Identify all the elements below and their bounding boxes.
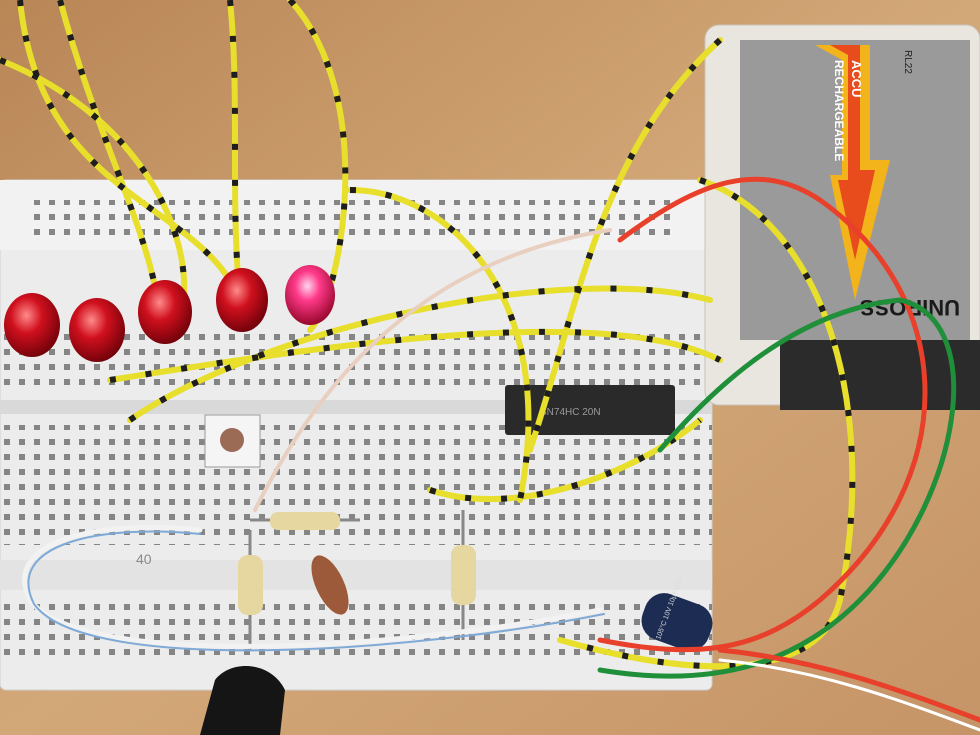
probe-clip <box>200 666 285 735</box>
led-2 <box>69 298 125 362</box>
column-label: 40 <box>136 551 152 567</box>
push-button <box>204 414 261 468</box>
led-3 <box>138 280 192 344</box>
white-blue-wire <box>22 228 612 652</box>
led-5-lit <box>285 265 335 325</box>
red-green-wires <box>597 176 980 732</box>
led-1 <box>4 293 60 357</box>
battery-label-rechargeable: RECHARGEABLE <box>832 60 846 161</box>
battery-label-accu: ACCU <box>849 60 864 98</box>
battery-model: RL22 <box>902 50 913 74</box>
chip-marking: SN74HC 20N <box>540 407 601 418</box>
led-4 <box>216 268 268 332</box>
led-row <box>4 265 335 362</box>
resistors <box>238 510 476 650</box>
ceramic-capacitor <box>311 555 349 615</box>
